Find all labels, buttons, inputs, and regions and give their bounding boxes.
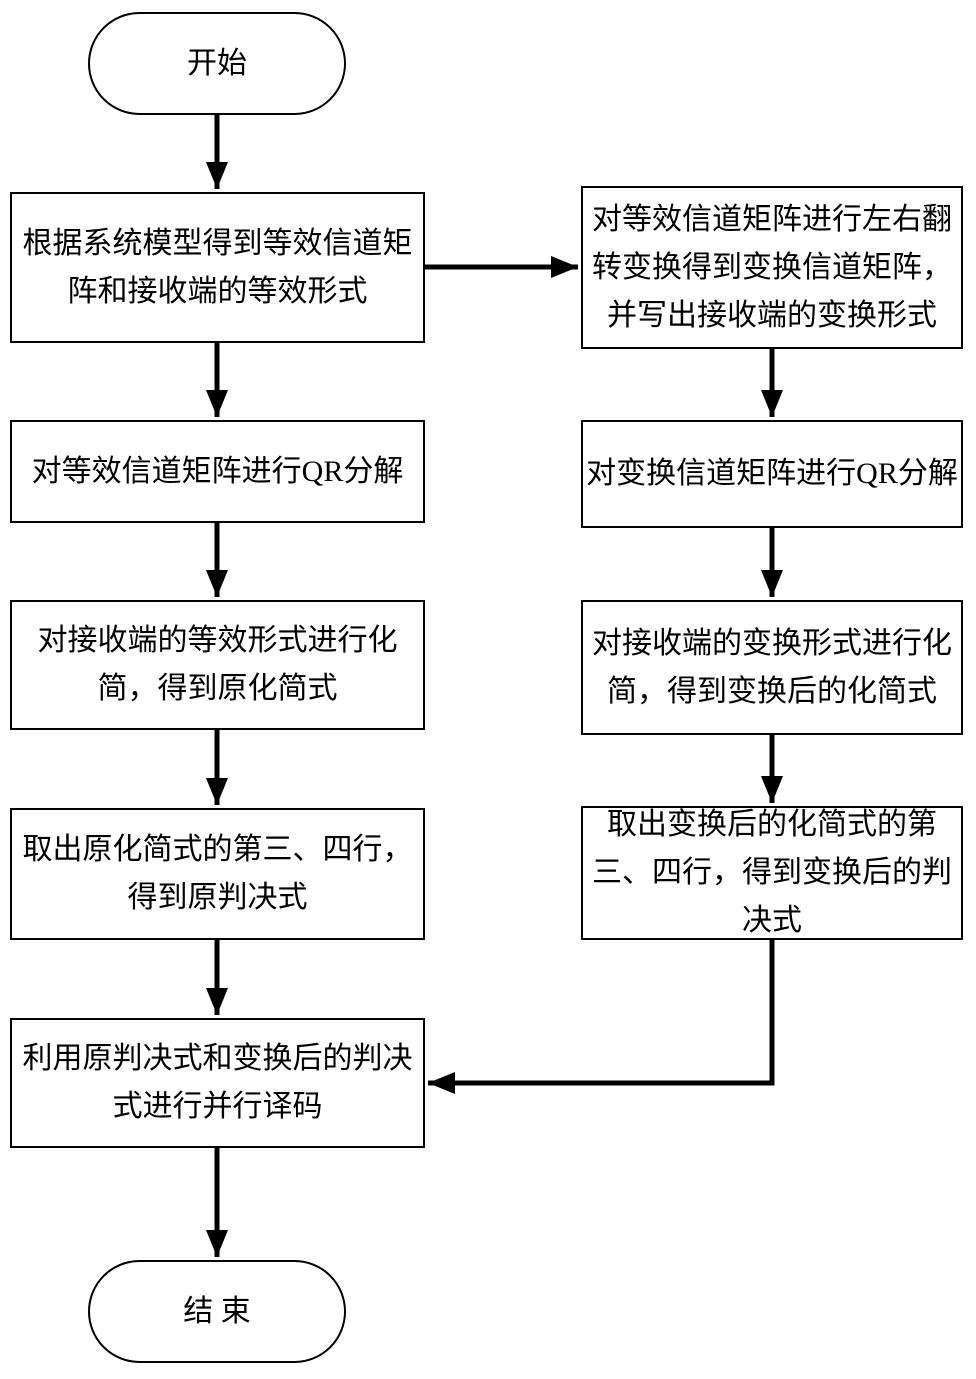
process-step5: 利用原判决式和变换后的判决式进行并行译码 xyxy=(10,1018,425,1148)
process-step2-label: 对等效信道矩阵进行QR分解 xyxy=(31,454,404,488)
process-alt2-label: 对变换信道矩阵进行QR分解 xyxy=(586,457,958,490)
process-step1-label: 根据系统模型得到等效信道矩阵和接收端的等效形式 xyxy=(22,226,413,308)
process-step5-label: 利用原判决式和变换后的判决式进行并行译码 xyxy=(22,1042,413,1123)
process-alt4: 取出变换后的化简式的第三、四行，得到变换后的判决式 xyxy=(581,806,963,940)
process-alt4-label: 取出变换后的化简式的第三、四行，得到变换后的判决式 xyxy=(592,808,952,937)
process-step3-label: 对接收端的等效形式进行化简，得到原化简式 xyxy=(37,624,398,705)
process-alt3: 对接收端的变换形式进行化简，得到变换后的化简式 xyxy=(581,600,963,735)
process-step4-label: 取出原化简式的第三、四行，得到原判决式 xyxy=(22,833,413,914)
start-terminator: 开始 xyxy=(88,12,346,115)
process-step1: 根据系统模型得到等效信道矩阵和接收端的等效形式 xyxy=(10,192,425,343)
end-terminator: 结 束 xyxy=(88,1260,346,1363)
process-step4: 取出原化简式的第三、四行，得到原判决式 xyxy=(10,808,425,940)
process-alt1: 对等效信道矩阵进行左右翻转变换得到变换信道矩阵，并写出接收端的变换形式 xyxy=(581,186,963,349)
process-step2: 对等效信道矩阵进行QR分解 xyxy=(10,420,425,523)
start-label: 开始 xyxy=(187,46,247,80)
process-alt3-label: 对接收端的变换形式进行化简，得到变换后的化简式 xyxy=(592,626,952,708)
process-alt1-label: 对等效信道矩阵进行左右翻转变换得到变换信道矩阵，并写出接收端的变换形式 xyxy=(592,202,952,332)
arrow-alt4-to-step5 xyxy=(428,940,775,1094)
process-step3: 对接收端的等效形式进行化简，得到原化简式 xyxy=(10,600,425,730)
process-alt2: 对变换信道矩阵进行QR分解 xyxy=(581,420,963,528)
end-label: 结 束 xyxy=(183,1294,251,1328)
